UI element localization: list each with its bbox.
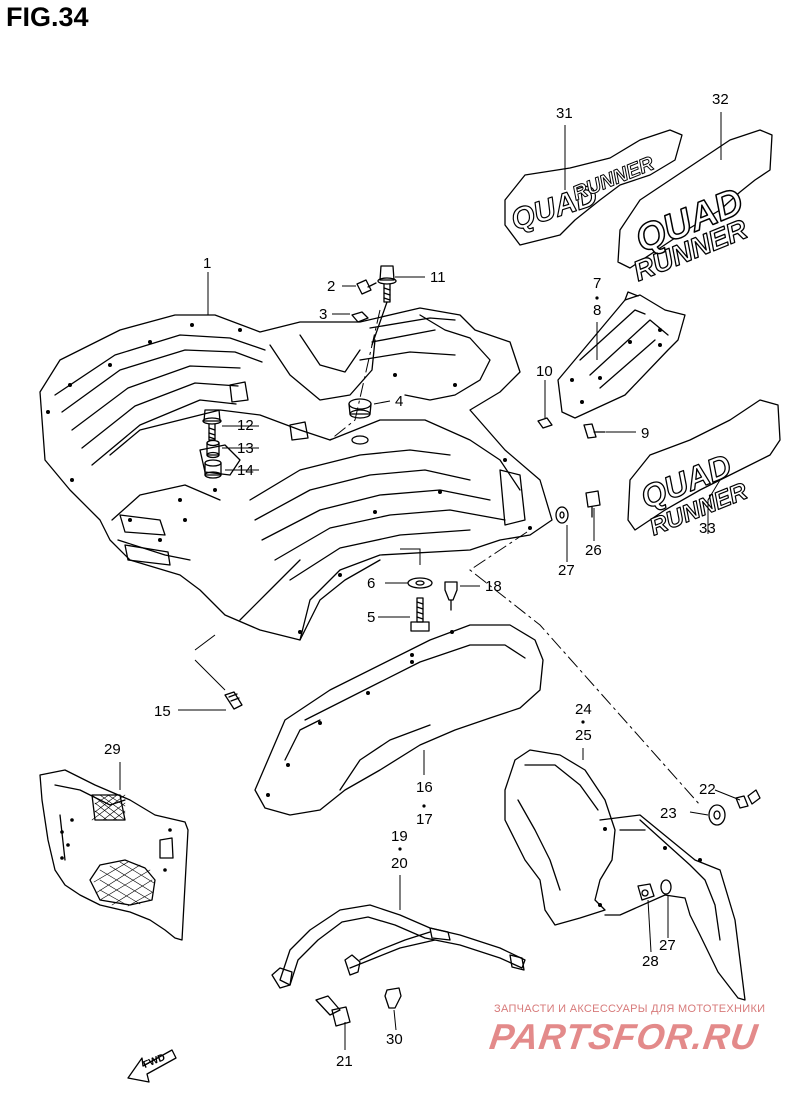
- bracket-part-8: [557, 291, 686, 419]
- label-part-16: 16: [416, 779, 433, 796]
- label-part-28: 28: [642, 953, 659, 970]
- label-part-25: 25: [575, 727, 592, 744]
- bolt-part-21: [315, 995, 351, 1027]
- nut-part-3: [351, 311, 369, 323]
- label-part-15: 15: [154, 703, 171, 720]
- clip-part-18: [444, 581, 458, 611]
- bolt-part-5: [410, 597, 430, 632]
- label-part-2: 2: [327, 278, 336, 295]
- damper-part-14: [204, 459, 222, 479]
- decal-part-33: [627, 399, 781, 531]
- label-part-6: 6: [367, 575, 376, 592]
- collar-part-13: [206, 439, 220, 459]
- label-part-18: 18: [485, 578, 502, 595]
- label-part-8: 8: [593, 302, 602, 319]
- label-part-3: 3: [319, 306, 328, 323]
- mud-flap-mesh: [91, 794, 155, 907]
- watermark-logo: PARTSFOR.RU: [487, 1016, 761, 1057]
- label-part-31: 31: [556, 105, 573, 122]
- label-part-29: 29: [104, 741, 121, 758]
- dash-dot-lines: [329, 309, 701, 806]
- watermark-tagline: ЗАПЧАСТИ И АКСЕССУАРЫ ДЛЯ МОТОТЕХНИКИ: [494, 1003, 766, 1015]
- grommet-part-4: [348, 398, 372, 445]
- screw-part-9: [583, 423, 606, 439]
- label-part-22: 22: [699, 781, 716, 798]
- label-part-30: 30: [386, 1031, 403, 1048]
- label-part-17: 17: [416, 811, 433, 828]
- label-part-24: 24: [575, 701, 592, 718]
- nut-part-10: [537, 417, 553, 429]
- label-part-9: 9: [641, 425, 650, 442]
- label-part-27b: 27: [659, 937, 676, 954]
- label-part-33: 33: [699, 520, 716, 537]
- label-part-20: 20: [391, 855, 408, 872]
- label-part-23: 23: [660, 805, 677, 822]
- figure-title: FIG.34: [6, 2, 89, 32]
- bolt-part-11: [371, 265, 397, 346]
- washer-part-6: [407, 577, 433, 589]
- nut-part-28: [637, 883, 655, 901]
- label-part-27a: 27: [558, 562, 575, 579]
- bolt-part-12: [202, 409, 222, 441]
- label-part-32: 32: [712, 91, 729, 108]
- stay-bar-part-20: [271, 904, 526, 989]
- fwd-arrow-icon: [127, 1049, 177, 1083]
- label-part-26: 26: [585, 542, 602, 559]
- decal-part-32: [617, 129, 773, 269]
- washer-part-27-lower: [660, 879, 672, 895]
- label-part-10: 10: [536, 363, 553, 380]
- mud-flap-part-29: [39, 769, 189, 941]
- screw-part-15: [224, 691, 243, 710]
- washer-part-23: [708, 804, 726, 826]
- label-part-12: 12: [237, 417, 254, 434]
- rear-fender-part-1: [39, 307, 553, 641]
- fender-holes: [46, 323, 532, 634]
- label-part-13: 13: [237, 440, 254, 457]
- label-part-7: 7: [593, 275, 602, 292]
- leader-lines: [119, 112, 741, 1050]
- mud-guard-part-16: [254, 624, 544, 816]
- bolt-part-22: [735, 789, 761, 809]
- label-part-1: 1: [203, 255, 212, 272]
- clip-part-30: [384, 987, 402, 1009]
- label-part-19: 19: [391, 828, 408, 845]
- label-part-14: 14: [237, 462, 254, 479]
- label-dots: [398, 296, 599, 851]
- screw-part-2: [356, 279, 377, 295]
- label-part-4: 4: [395, 393, 404, 410]
- washer-part-27: [555, 506, 569, 524]
- decal-part-31: [504, 129, 683, 246]
- bolt-part-26: [585, 490, 601, 518]
- label-part-5: 5: [367, 609, 376, 626]
- label-part-11: 11: [430, 269, 446, 286]
- label-part-21: 21: [336, 1053, 353, 1070]
